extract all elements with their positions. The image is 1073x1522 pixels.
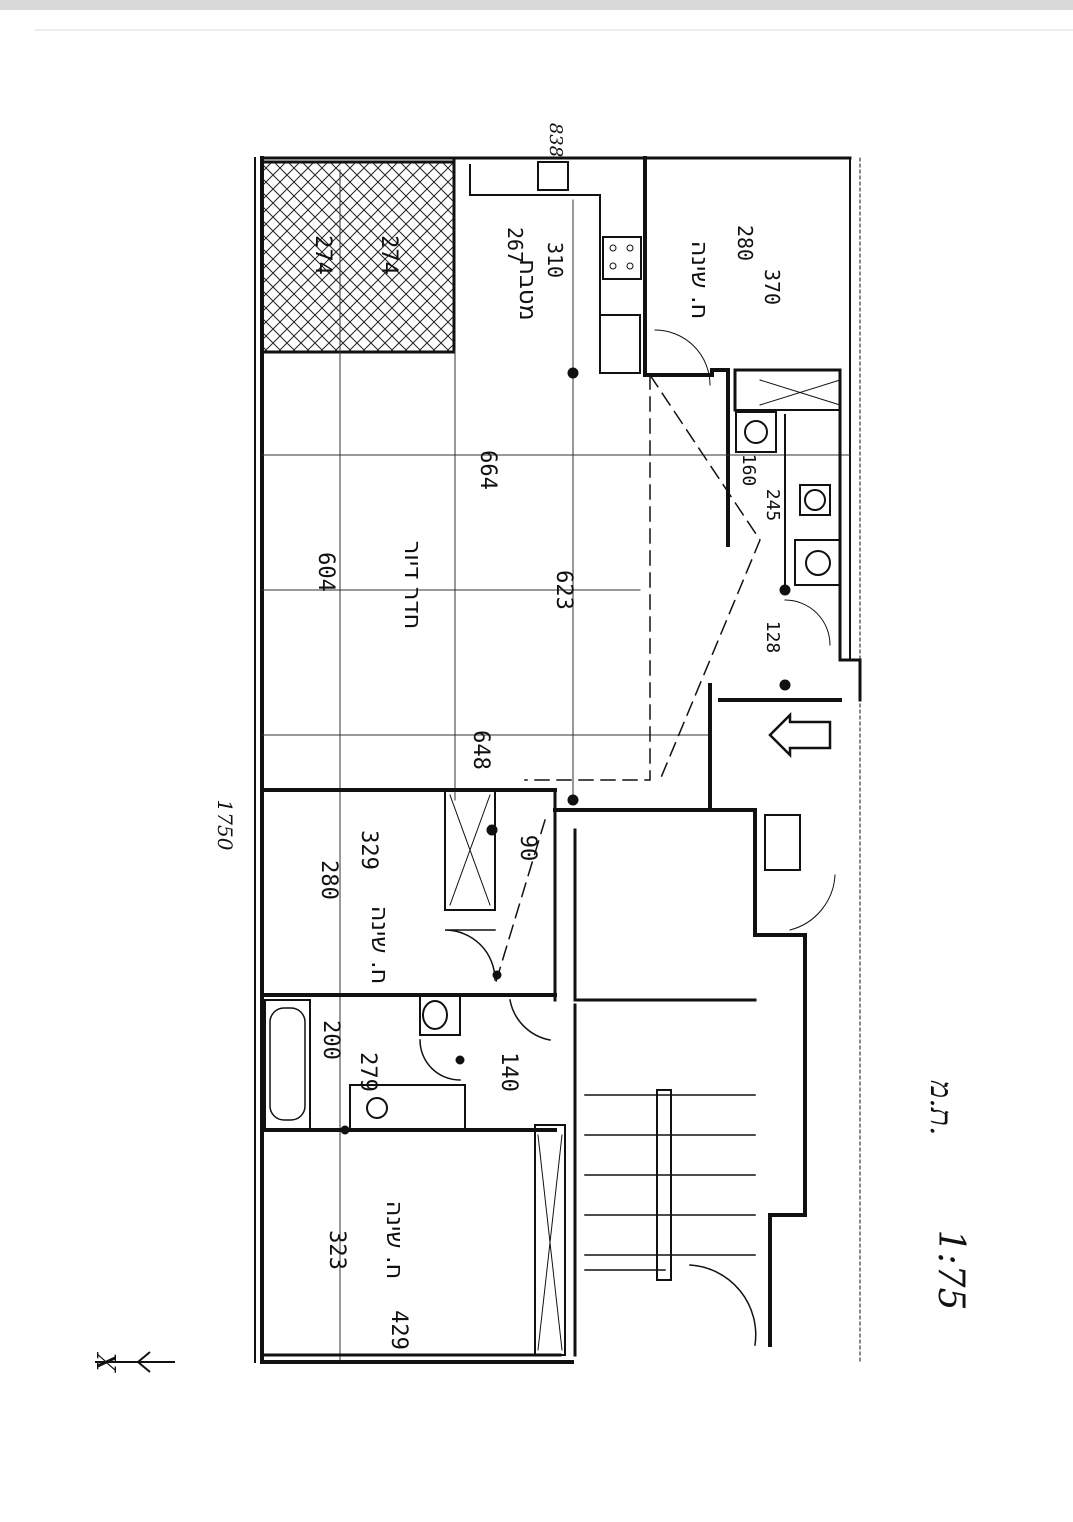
dim-664: 664 bbox=[475, 450, 500, 490]
stove-icon bbox=[602, 236, 642, 280]
dim-329: 329 bbox=[356, 830, 381, 870]
sink-icon bbox=[537, 161, 569, 191]
dim-279: 279 bbox=[355, 1052, 380, 1092]
dim-128: 128 bbox=[762, 620, 783, 654]
dim-160: 160 bbox=[738, 453, 759, 487]
dim-429: 429 bbox=[386, 1310, 411, 1350]
dim-280-mid: 280 bbox=[316, 860, 341, 900]
bathtub bbox=[264, 999, 311, 1131]
dim-623: 623 bbox=[551, 570, 576, 610]
dim-267: 267 bbox=[503, 226, 527, 264]
north-arrow-icon bbox=[95, 1351, 175, 1373]
dim-274-b: 274 bbox=[376, 235, 401, 275]
room-label-living: חדר דיור bbox=[399, 540, 427, 630]
dim-1750: 1750 bbox=[213, 799, 237, 851]
dim-274-a: 274 bbox=[310, 235, 335, 275]
room-label-bedroom-bottom: ח. שינה bbox=[381, 1200, 409, 1280]
dim-280-top: 280 bbox=[733, 224, 757, 262]
dim-323: 323 bbox=[324, 1230, 349, 1270]
room-label-bedroom-top: ח. שינה bbox=[686, 240, 714, 320]
dim-200: 200 bbox=[318, 1020, 343, 1060]
scale-note: 1:75 bbox=[930, 1229, 971, 1311]
dim-370: 370 bbox=[760, 268, 784, 306]
outer-wall bbox=[260, 156, 574, 1364]
wardrobe bbox=[444, 789, 496, 911]
top-cut-label: 838 bbox=[545, 122, 566, 158]
dim-648: 648 bbox=[468, 730, 493, 770]
entrance-arrow-icon bbox=[768, 711, 832, 759]
scan-top-bar bbox=[0, 0, 1073, 10]
dim-90: 90 bbox=[515, 834, 540, 862]
dim-245: 245 bbox=[762, 488, 783, 522]
room-label-kitchen: מטבח bbox=[514, 259, 542, 321]
dim-140: 140 bbox=[496, 1052, 521, 1092]
balcony bbox=[260, 160, 456, 354]
dim-310: 310 bbox=[543, 241, 567, 279]
initials-note: ת.מ. bbox=[923, 1080, 958, 1136]
north-mark-label: X bbox=[93, 1352, 123, 1372]
room-label-bedroom-middle: ח. שינה bbox=[366, 905, 394, 985]
dim-604: 604 bbox=[313, 552, 338, 592]
